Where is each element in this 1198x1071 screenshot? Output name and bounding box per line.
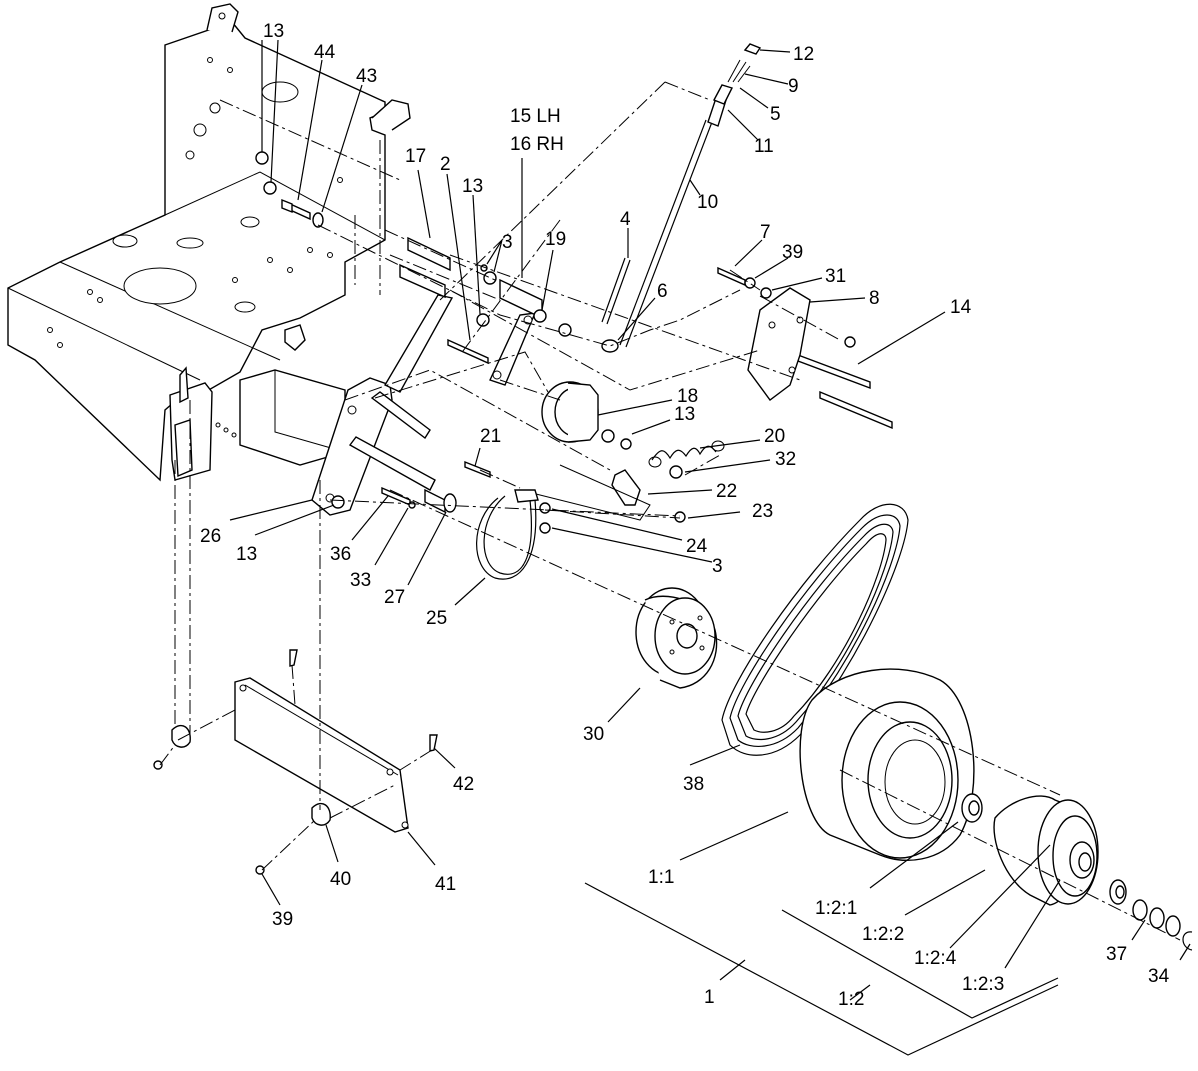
- callout-27: 27: [384, 587, 405, 608]
- callout-24: 24: [686, 536, 708, 557]
- callout-31: 31: [825, 266, 846, 287]
- cover-plate: [153, 649, 438, 875]
- callout-43: 43: [356, 66, 377, 87]
- callout-33: 33: [350, 570, 371, 591]
- callout-20: 20: [764, 426, 785, 447]
- callout-23: 23: [752, 501, 773, 522]
- callout-4: 4: [620, 209, 631, 230]
- brake-bracket: [519, 464, 651, 521]
- cross-beam: [215, 369, 346, 466]
- callout-16-rh: 16 RH: [510, 134, 564, 155]
- callout-1-1: 1:1: [648, 867, 674, 888]
- drive-belt: [721, 503, 909, 756]
- callout-18: 18: [677, 386, 698, 407]
- callout-6: 6: [657, 281, 668, 302]
- callout-40: 40: [330, 869, 351, 890]
- callout-5: 5: [770, 104, 781, 125]
- idler-pulley: [541, 381, 599, 443]
- drive-wheel: [799, 668, 975, 861]
- callout-14: 14: [950, 297, 972, 318]
- callout-44: 44: [314, 42, 336, 63]
- callout-37: 37: [1106, 944, 1127, 965]
- control-rod: [619, 43, 762, 348]
- callout-34: 34: [1148, 966, 1170, 987]
- brake-band: [476, 489, 539, 580]
- callout-8: 8: [869, 288, 880, 309]
- callout-42: 42: [453, 774, 474, 795]
- callout-labels: 13 44 43 15 LH 16 RH 12 9 5 11 10 17 2 1…: [200, 21, 1170, 1010]
- callout-22: 22: [716, 481, 737, 502]
- callout-1: 1: [704, 987, 715, 1008]
- callout-19: 19: [545, 229, 566, 250]
- spring: [648, 440, 725, 468]
- callout-9: 9: [788, 76, 799, 97]
- callout-13-pulley: 13: [674, 404, 695, 425]
- callout-26: 26: [200, 526, 221, 547]
- callout-1-2: 1:2: [838, 989, 864, 1010]
- callout-1-2-2: 1:2:2: [862, 924, 904, 945]
- callout-3-lower: 3: [712, 556, 723, 577]
- callout-25: 25: [426, 608, 447, 629]
- callout-39-bottom: 39: [272, 909, 293, 930]
- callout-21: 21: [480, 426, 501, 447]
- callout-13-lower: 13: [236, 544, 257, 565]
- bolts-and-spacers: [255, 151, 893, 534]
- callout-38: 38: [683, 774, 704, 795]
- callout-1-2-4: 1:2:4: [914, 948, 957, 969]
- drive-pulley: [635, 587, 718, 689]
- callout-13-mid: 13: [462, 176, 483, 197]
- callout-10: 10: [697, 192, 718, 213]
- hub-assembly: [961, 793, 1193, 951]
- callout-11: 11: [754, 136, 774, 157]
- assembly-lines: [159, 81, 1181, 941]
- group-brackets: [584, 882, 1059, 1056]
- leader-lines: [229, 39, 1191, 1001]
- callout-3-top: 3: [502, 232, 513, 253]
- callout-2: 2: [440, 154, 451, 175]
- callout-7: 7: [760, 222, 771, 243]
- callout-36: 36: [330, 544, 351, 565]
- bracket-plate: [747, 287, 811, 401]
- chassis-frame: [7, 3, 411, 482]
- callout-1-2-3: 1:2:3: [962, 974, 1004, 995]
- callout-41: 41: [435, 874, 456, 895]
- callout-13-top: 13: [263, 21, 284, 42]
- callout-17: 17: [405, 146, 426, 167]
- callout-32: 32: [775, 449, 796, 470]
- callout-30: 30: [583, 724, 604, 745]
- callout-39-top: 39: [782, 242, 803, 263]
- callout-12: 12: [793, 44, 814, 65]
- callout-15-lh: 15 LH: [510, 106, 561, 127]
- callout-1-2-1: 1:2:1: [815, 898, 857, 919]
